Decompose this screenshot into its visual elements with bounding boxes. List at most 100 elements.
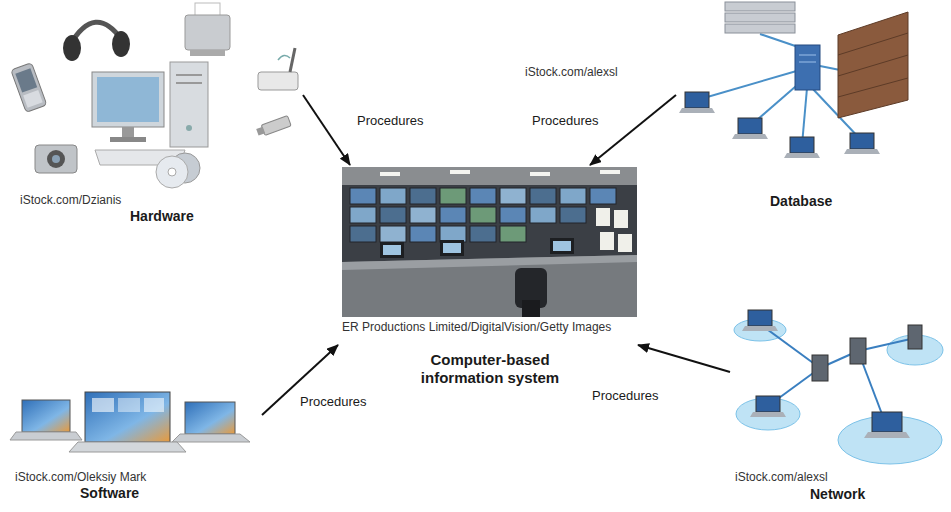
drawing-shape: [838, 12, 908, 118]
system-group: ER Productions Limited/DigitalVision/Get…: [338, 165, 638, 391]
hardware-illustration: [11, 3, 298, 188]
drawing-shape: [92, 72, 164, 127]
drawing-shape: [69, 442, 186, 452]
drawing-shape: [144, 398, 164, 412]
drawing-shape: [799, 62, 816, 63]
drawing-shape: [850, 133, 874, 149]
drawing-shape: [410, 207, 436, 223]
drawing-shape: [342, 167, 637, 317]
drawing-shape: [550, 238, 574, 254]
drawing-shape: [190, 50, 225, 56]
drawing-shape: [185, 402, 235, 434]
drawing-shape: [820, 66, 840, 70]
drawing-shape: [278, 55, 290, 60]
drawing-shape: [35, 145, 77, 173]
component-name: Network: [810, 486, 865, 502]
drawing-shape: [176, 74, 202, 76]
drawing-shape: [176, 82, 202, 84]
drawing-shape: [470, 207, 496, 223]
photo-credit: iStock.com/Oleksiy Mark: [15, 470, 146, 484]
drawing-shape: [850, 338, 866, 364]
drawing-shape: [85, 392, 170, 442]
drawing-shape: [812, 355, 828, 381]
drawing-shape: [618, 234, 632, 252]
drawing-shape: [596, 208, 610, 226]
drawing-shape: [172, 434, 250, 442]
drawing-shape: [440, 188, 466, 204]
drawing-shape: [795, 45, 820, 90]
drawing-shape: [530, 188, 556, 204]
drawing-shape: [185, 15, 230, 50]
drawing-shape: [380, 226, 406, 242]
drawing-shape: [443, 243, 461, 253]
drawing-shape: [350, 226, 376, 242]
drawing-shape: [750, 412, 786, 417]
drawing-shape: [756, 396, 780, 412]
drawing-shape: [350, 207, 376, 223]
drawing-shape: [92, 398, 114, 412]
drawing-shape: [47, 150, 65, 168]
software-illustration: [10, 392, 250, 452]
drawing-shape: [560, 188, 586, 204]
drawing-shape: [112, 31, 130, 57]
drawing-shape: [63, 35, 81, 61]
drawing-shape: [350, 188, 616, 242]
drawing-shape: [697, 34, 862, 145]
component-name: Database: [770, 193, 832, 209]
edge-label: Procedures: [355, 113, 425, 128]
drawing-shape: [380, 207, 406, 223]
photo-credit: iStock.com/alexsl: [525, 65, 618, 79]
database-illustration: [679, 2, 908, 158]
drawing-shape: [440, 226, 466, 242]
drawing-shape: [186, 125, 192, 131]
drawing-shape: [732, 134, 768, 139]
drawing-shape: [97, 77, 159, 122]
drawing-shape: [858, 338, 915, 351]
drawing-shape: [290, 48, 295, 72]
drawing-shape: [10, 432, 82, 440]
drawing-shape: [11, 63, 47, 113]
drawing-shape: [500, 207, 526, 223]
drawing-shape: [122, 127, 134, 137]
drawing-shape: [908, 325, 922, 349]
drawing-shape: [500, 226, 526, 242]
drawing-shape: [23, 90, 42, 108]
drawing-shape: [380, 188, 406, 204]
drawing-shape: [156, 156, 188, 188]
drawing-shape: [522, 300, 540, 317]
edge-label: Procedures: [590, 388, 660, 403]
drawing-shape: [679, 92, 880, 158]
drawing-shape: [470, 188, 496, 204]
system-title: Computer-based information system: [405, 351, 575, 387]
drawing-shape: [790, 137, 814, 153]
drawing-shape: [350, 188, 376, 204]
drawing-shape: [383, 245, 401, 255]
drawing-shape: [799, 55, 816, 56]
drawing-shape: [530, 172, 550, 176]
drawing-shape: [738, 118, 762, 134]
drawing-shape: [440, 240, 464, 256]
drawing-shape: [168, 168, 176, 176]
drawing-shape: [872, 412, 902, 432]
drawing-shape: [380, 172, 400, 176]
drawing-shape: [256, 127, 265, 136]
drawing-shape: [600, 232, 614, 250]
component-name: Software: [80, 485, 139, 501]
drawing-shape: [742, 326, 778, 331]
drawing-shape: [760, 324, 915, 422]
drawing-shape: [725, 2, 795, 11]
drawing-shape: [784, 153, 820, 158]
edge-label: Procedures: [298, 394, 368, 409]
edge-label: Procedures: [530, 113, 600, 128]
drawing-shape: [15, 68, 37, 92]
drawing-shape: [600, 170, 620, 174]
drawing-shape: [255, 116, 291, 138]
drawing-shape: [844, 149, 880, 154]
drawing-shape: [685, 92, 709, 108]
drawing-shape: [748, 310, 772, 326]
drawing-shape: [22, 400, 70, 432]
drawing-shape: [342, 255, 637, 317]
